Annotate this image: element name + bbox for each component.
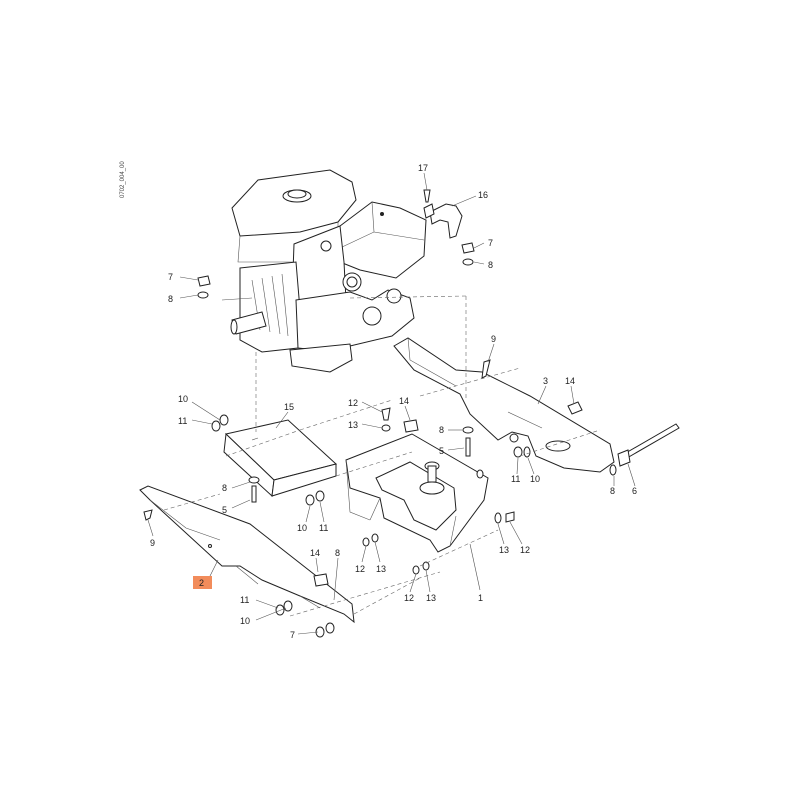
washer-8-left xyxy=(248,476,260,484)
callout-11: 11 xyxy=(178,416,187,426)
callout-11: 11 xyxy=(319,523,328,533)
callout-labels: 17 16 7 8 7 8 9 3 14 10 11 15 12 13 14 8… xyxy=(150,163,637,640)
nut-10-bottom xyxy=(283,600,293,612)
washer-13-top xyxy=(381,424,391,432)
callout-10: 10 xyxy=(240,616,250,626)
callout-13: 13 xyxy=(426,593,436,603)
nut-10-mid xyxy=(305,494,315,506)
nut-7-top-right xyxy=(461,242,475,266)
bolt-12-top xyxy=(381,407,391,421)
spacer-14-low xyxy=(313,573,329,587)
callout-7: 7 xyxy=(488,238,493,248)
washer-10-right xyxy=(523,446,531,458)
callout-9: 9 xyxy=(491,334,496,344)
washer-11-bottom xyxy=(275,604,285,616)
nut-11-right xyxy=(513,446,523,458)
washer-8-center xyxy=(462,426,474,434)
washer-8-bottom xyxy=(325,622,335,634)
reference-code: 0702_004_00 xyxy=(120,161,126,198)
alignment-lines xyxy=(163,295,601,617)
callout-3: 3 xyxy=(543,376,548,386)
callout-11: 11 xyxy=(240,595,249,605)
callout-10: 10 xyxy=(297,523,307,533)
callout-5: 5 xyxy=(439,446,444,456)
callout-12: 12 xyxy=(404,593,414,603)
bolt-12-low xyxy=(412,565,420,575)
washer-13-low xyxy=(422,561,430,571)
callout-2-highlighted: 2 xyxy=(199,578,204,588)
bolt-13-housing xyxy=(476,469,484,479)
callout-8: 8 xyxy=(222,483,227,493)
callout-6: 6 xyxy=(632,486,637,496)
bolt-5-center xyxy=(465,437,471,457)
washer-8-right xyxy=(609,464,617,476)
callout-16: 16 xyxy=(478,190,488,200)
leader-lines xyxy=(147,172,636,635)
washer-11-left xyxy=(211,420,221,432)
callout-11: 11 xyxy=(511,474,520,484)
callout-17: 17 xyxy=(418,163,428,173)
callout-7: 7 xyxy=(290,630,295,640)
callout-10: 10 xyxy=(178,394,188,404)
washer-13-right xyxy=(494,512,502,524)
callout-1: 1 xyxy=(478,593,483,603)
bolt-9-left xyxy=(143,509,153,521)
callout-10: 10 xyxy=(530,474,540,484)
callout-8: 8 xyxy=(335,548,340,558)
callout-8: 8 xyxy=(610,486,615,496)
central-housing-1 xyxy=(345,433,489,553)
belt-guard-2 xyxy=(139,485,355,624)
callout-12: 12 xyxy=(348,398,358,408)
screw-17 xyxy=(423,189,431,203)
callout-8: 8 xyxy=(168,294,173,304)
hose-elbow xyxy=(423,203,463,239)
engine-assembly xyxy=(221,169,427,373)
spacer-14-center xyxy=(403,419,419,433)
callout-14: 14 xyxy=(399,396,409,406)
long-bolt-6 xyxy=(617,423,680,467)
nut-10-left xyxy=(219,414,229,426)
bolt-5-left xyxy=(251,485,257,503)
highlighted-part-marker xyxy=(193,576,212,589)
plate-15 xyxy=(223,419,338,498)
callout-7: 7 xyxy=(168,272,173,282)
callout-13: 13 xyxy=(499,545,509,555)
callout-8: 8 xyxy=(488,260,493,270)
nut-7-top-left xyxy=(197,275,211,299)
bolt-12-mid xyxy=(371,533,379,543)
frame-plate-3 xyxy=(393,337,615,473)
bolt-9-top xyxy=(481,359,491,379)
callout-13: 13 xyxy=(348,420,358,430)
callout-5: 5 xyxy=(222,505,227,515)
callout-9: 9 xyxy=(150,538,155,548)
callout-12: 12 xyxy=(355,564,365,574)
washer-11-mid xyxy=(315,490,325,502)
bolt-12-right xyxy=(505,511,515,523)
callout-14: 14 xyxy=(310,548,320,558)
callout-8: 8 xyxy=(439,425,444,435)
callout-14: 14 xyxy=(565,376,575,386)
callout-15: 15 xyxy=(284,402,294,412)
callout-12: 12 xyxy=(520,545,530,555)
spacer-14-right xyxy=(567,401,583,415)
washer-13-mid xyxy=(362,537,370,547)
callout-13: 13 xyxy=(376,564,386,574)
